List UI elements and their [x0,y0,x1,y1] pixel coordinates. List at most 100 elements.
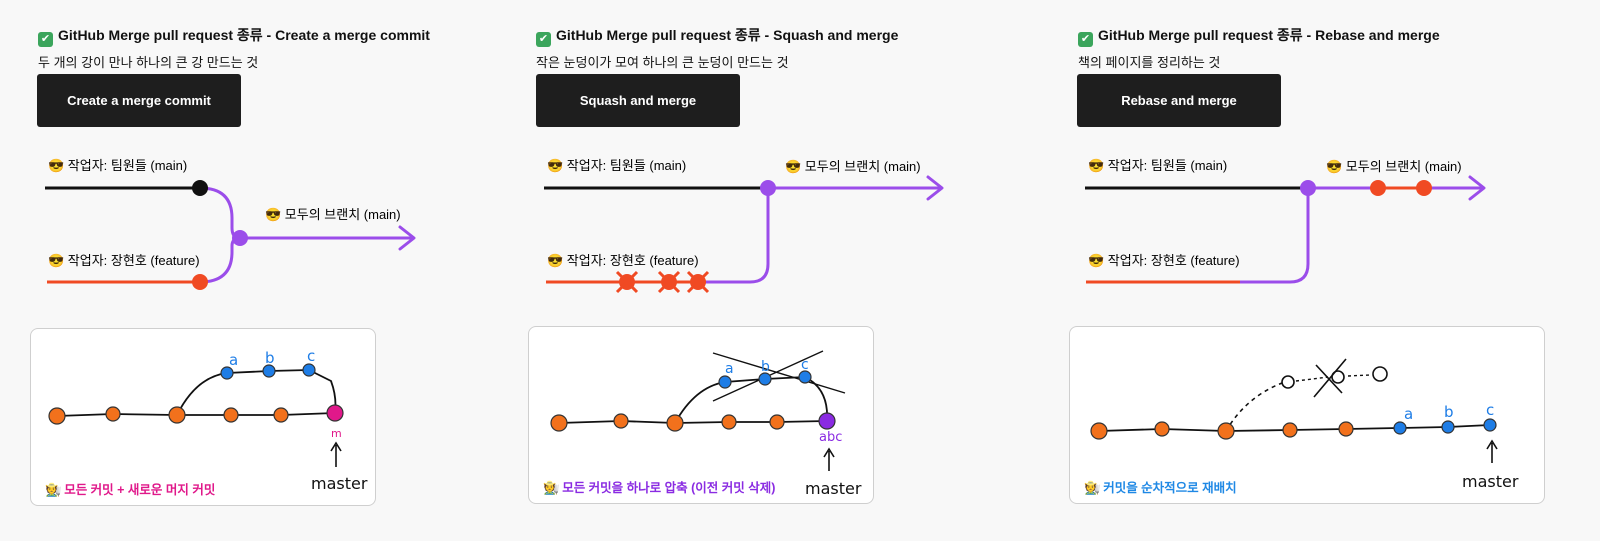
pointer-arrow-icon [330,441,342,467]
commit-label-c: c [307,347,315,365]
result-branch-label: 😎 모두의 브랜치 (main) [265,207,401,222]
commit-label-b: b [265,349,275,367]
squash-commit-node [760,180,776,196]
panel-merge-commit: ✔GitHub Merge pull request 종류 - Create a… [0,0,520,541]
main-branch-label: 😎 작업자: 팀원들 (main) [48,158,187,173]
feature-commit-node [192,274,208,290]
sketch-commit-node [273,407,289,423]
feature-branch-label: 😎 작업자: 장현호 (feature) [1088,253,1240,268]
sketch-old-branch-line [1225,382,1283,432]
branch-diagram: 😎 작업자: 팀원들 (main) 😎 작업자: 장현호 (feature) 😎… [544,158,944,294]
sketch-card: a b c master 🧑‍🌾커밋을 순차적으로 재배치 [1069,326,1545,504]
deleted-commit-icon [615,270,639,294]
sketch-commit-node [721,414,737,430]
pointer-arrow-icon [823,447,835,471]
squash-and-merge-button[interactable]: Squash and merge [536,74,740,127]
sketch-main-line [1098,424,1491,432]
sketch-commit-node [1338,421,1354,437]
result-branch-label: 😎 모두의 브랜치 (main) [1326,159,1462,174]
sketch-commit-node [1282,422,1298,438]
panel-title: ✔GitHub Merge pull request 종류 - Create a… [38,25,430,47]
deleted-commit-icon [686,270,710,294]
sketch-commit-node-b [1441,420,1455,434]
sketch-commit-node-b [758,372,772,386]
sketch-commit-node-a [718,375,732,389]
commit-label-b: b [1444,403,1454,421]
sketch-commit-node [1217,422,1235,440]
check-mark-icon: ✔ [536,32,551,47]
main-branch-label: 😎 작업자: 팀원들 (main) [547,158,686,173]
rebased-commit-node [1416,180,1432,196]
base-commit-node [1300,180,1316,196]
sketch-commit-node-a [220,366,234,380]
feature-merge-curve [1240,188,1310,284]
sketch-drawing: a b c abc master [550,350,862,498]
check-mark-icon: ✔ [38,32,53,47]
pointer-label: master [1462,472,1519,491]
create-merge-commit-button[interactable]: Create a merge commit [37,74,241,127]
pointer-arrow-icon [1486,439,1498,463]
sketch-branch-line [176,369,337,416]
sketch-commit-node [666,414,684,432]
feature-merge-curve [199,236,241,284]
pointer-label: master [311,474,368,493]
person-icon: 🧑‍🌾 [543,480,560,495]
commit-label-b: b [761,359,770,375]
sketch-drawing: a b c master [1090,358,1519,491]
old-commit-node [1331,370,1345,384]
main-merge-curve [199,186,241,240]
deleted-commit-icon [657,270,681,294]
feature-branch-label: 😎 작업자: 장현호 (feature) [48,253,200,268]
card-caption: 🧑‍🌾모든 커밋을 하나로 압축 (이전 커밋 삭제) [543,480,776,495]
sketch-drawing: a b c m master [48,347,368,493]
sketch-commit-node [613,413,629,429]
branch-diagram: 😎 작업자: 팀원들 (main) 😎 작업자: 장현호 (feature) 😎… [45,158,416,290]
sketch-main-line [56,412,336,417]
sketch-commit-node [48,407,66,425]
sketch-commit-node [223,407,239,423]
panel-subtitle: 작은 눈덩이가 모여 하나의 큰 눈덩이 만드는 것 [536,55,789,70]
branch-diagram: 😎 작업자: 팀원들 (main) 😎 작업자: 장현호 (feature) 😎… [1085,158,1486,284]
sketch-card: a b c m master 🧑‍🌾모든 커밋 + 새로운 머지 커밋 [30,328,376,506]
commit-label-a: a [229,351,238,369]
result-branch-label: 😎 모두의 브랜치 (main) [785,159,921,174]
sketch-commit-node-c [798,370,812,384]
commit-label-a: a [725,361,734,377]
rebased-commit-node [1370,180,1386,196]
panel-squash-merge: ✔GitHub Merge pull request 종류 - Squash a… [510,0,1030,541]
sketch-commit-node [550,414,568,432]
commit-label-c: c [801,357,809,373]
feature-branch-label: 😎 작업자: 장현호 (feature) [547,253,699,268]
sketch-old-branch-line [1295,374,1371,382]
rebase-and-merge-button[interactable]: Rebase and merge [1077,74,1281,127]
merge-commit-node [232,230,248,246]
person-icon: 🧑‍🌾 [45,482,62,497]
card-caption: 🧑‍🌾커밋을 순차적으로 재배치 [1084,480,1237,495]
sketch-commit-node-b [262,364,276,378]
card-caption: 🧑‍🌾모든 커밋 + 새로운 머지 커밋 [45,482,216,497]
sketch-merge-node [326,404,344,422]
sketch-commit-node [1090,422,1108,440]
old-commit-node [1281,375,1295,389]
panel-subtitle: 두 개의 강이 만나 하나의 큰 강 만드는 것 [38,55,259,70]
squash-commit-label: abc [819,430,842,445]
sketch-main-line [558,420,828,424]
sketch-card: a b c abc master 🧑‍🌾모든 커밋을 하나로 압축 (이전 커밋… [528,326,874,504]
main-commit-node [192,180,208,196]
sketch-branch-line [674,376,828,424]
arrow-head-icon [398,225,416,251]
check-mark-icon: ✔ [1078,32,1093,47]
panel-subtitle: 책의 페이지를 정리하는 것 [1078,55,1221,70]
person-icon: 🧑‍🌾 [1084,480,1101,495]
sketch-commit-node [105,406,121,422]
panel-title: ✔GitHub Merge pull request 종류 - Squash a… [536,25,898,47]
pointer-label: master [805,479,862,498]
sketch-commit-node-c [302,363,316,377]
arrow-head-icon [926,175,944,201]
sketch-commit-node-a [1393,421,1407,435]
sketch-squash-node [818,412,836,430]
strike-through-icon [1313,358,1347,398]
commit-label-c: c [1486,401,1494,419]
commit-label-a: a [1404,405,1413,423]
sketch-commit-node-c [1483,418,1497,432]
